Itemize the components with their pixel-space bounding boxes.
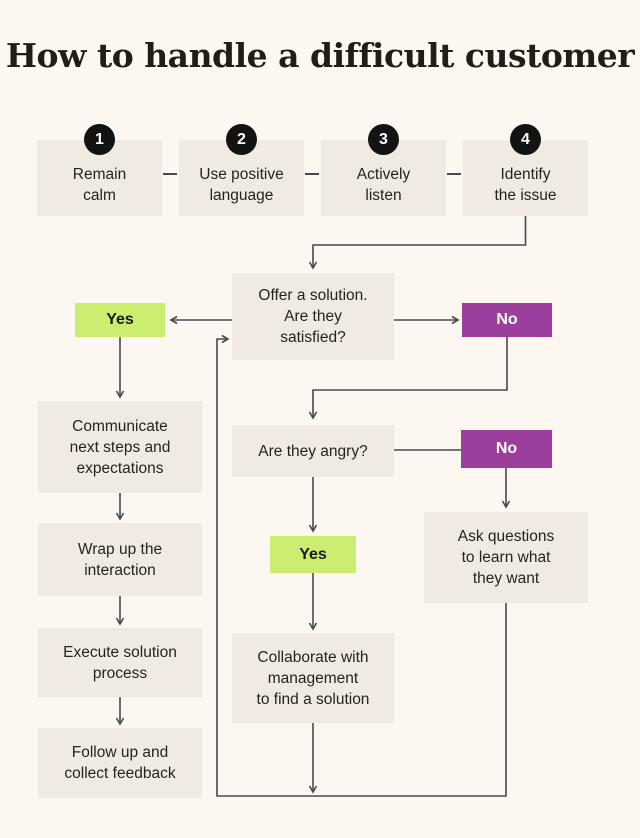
- step-4-badge: 4: [510, 124, 541, 155]
- node-label: Remain calm: [72, 166, 127, 204]
- node-label: Identify the issue: [494, 166, 557, 204]
- node-follow-up-feedback: Follow up and collect feedback: [38, 728, 202, 798]
- node-collaborate-management: Collaborate with management to find a so…: [232, 633, 394, 723]
- node-remain-calm: Remain calm: [37, 140, 162, 216]
- node-label: Use positive language: [199, 166, 284, 204]
- node-label: Wrap up the interaction: [77, 540, 163, 579]
- step-connector-dash: [305, 173, 319, 175]
- step-connector-dash: [447, 173, 461, 175]
- node-identify-the-issue: Identify the issue: [463, 140, 588, 216]
- node-label: Ask questions to learn what they want: [457, 528, 555, 587]
- node-label: Execute solution process: [63, 643, 177, 682]
- node-label: Offer a solution. Are they satisfied?: [258, 287, 368, 346]
- tag-yes-satisfied: Yes: [75, 303, 165, 337]
- node-label: Communicate next steps and expectations: [69, 417, 171, 477]
- node-are-they-angry: Are they angry?: [232, 425, 394, 477]
- node-label: Actively listen: [356, 166, 411, 204]
- node-offer-solution: Offer a solution. Are they satisfied?: [232, 273, 394, 360]
- step-3-badge: 3: [368, 124, 399, 155]
- tag-no-angry: No: [461, 430, 552, 468]
- node-wrap-up-interaction: Wrap up the interaction: [38, 523, 202, 596]
- node-label: Follow up and collect feedback: [64, 744, 176, 782]
- page-title: How to handle a difficult customer: [5, 36, 635, 75]
- node-execute-solution-process: Execute solution process: [38, 628, 202, 697]
- arrow-step4-to-offer: [308, 216, 527, 270]
- node-communicate-next-steps: Communicate next steps and expectations: [38, 401, 202, 493]
- tag-yes-angry: Yes: [270, 536, 356, 573]
- node-label: Collaborate with management to find a so…: [256, 648, 370, 708]
- step-connector-dash: [163, 173, 177, 175]
- node-label: Are they angry?: [258, 442, 368, 460]
- step-2-badge: 2: [226, 124, 257, 155]
- step-1-badge: 1: [84, 124, 115, 155]
- tag-no-satisfied: No: [462, 303, 552, 337]
- node-ask-questions: Ask questions to learn what they want: [424, 512, 588, 603]
